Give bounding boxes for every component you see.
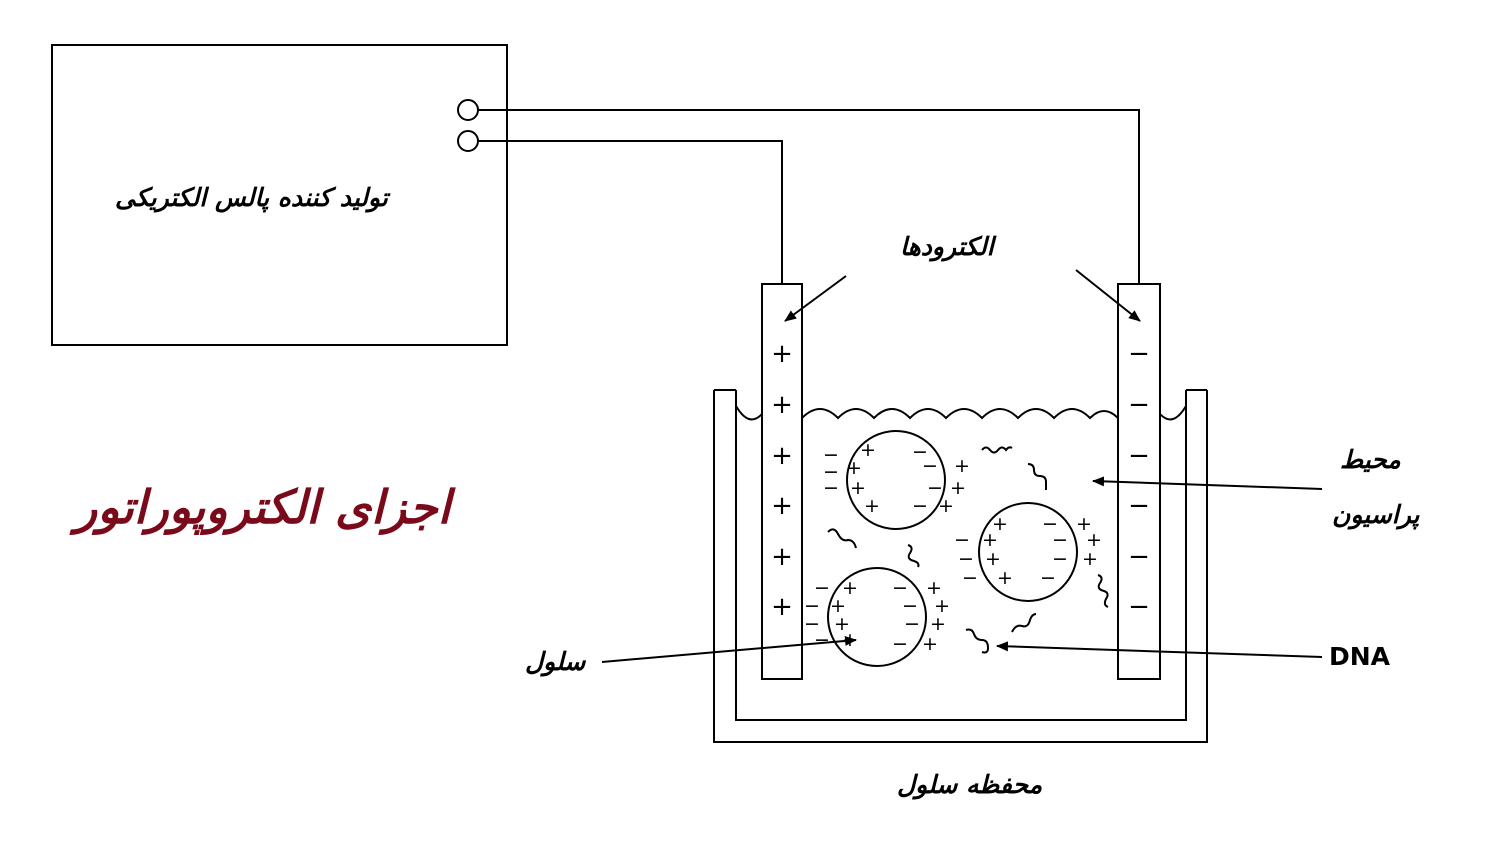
negative-electrode-signs: − − − − − − bbox=[1128, 339, 1150, 622]
minus-sign: − bbox=[1052, 548, 1068, 570]
dna-fragment bbox=[981, 446, 1013, 454]
medium-arrow bbox=[1092, 476, 1323, 490]
plus-sign: + bbox=[954, 455, 970, 477]
electrodes-arrow-right bbox=[1075, 269, 1141, 322]
chamber-inner-wall bbox=[735, 390, 1187, 721]
plus-sign: + bbox=[771, 592, 793, 622]
minus-sign: − bbox=[892, 577, 908, 599]
plus-sign: + bbox=[926, 577, 942, 599]
dna-fragment bbox=[1097, 574, 1109, 608]
plus-sign: + bbox=[1076, 513, 1092, 535]
plus-sign: + bbox=[982, 529, 998, 551]
minus-sign: − bbox=[902, 595, 918, 617]
plus-sign: + bbox=[930, 613, 946, 635]
minus-sign: − bbox=[804, 613, 820, 635]
cell-arrow bbox=[601, 635, 857, 663]
minus-sign: − bbox=[1042, 513, 1058, 535]
plus-sign: + bbox=[1082, 548, 1098, 570]
plus-sign: + bbox=[922, 633, 938, 655]
cell-label: سلول bbox=[525, 647, 586, 676]
terminal-top bbox=[457, 99, 479, 121]
plus-sign: + bbox=[771, 542, 793, 572]
electrodes-label: الکترودها bbox=[900, 232, 994, 261]
plus-sign: + bbox=[950, 477, 966, 499]
medium-label-line2: پراسیون bbox=[1332, 500, 1420, 529]
wire-to-negative-electrode bbox=[478, 109, 1140, 284]
minus-sign: − bbox=[1128, 390, 1150, 420]
minus-sign: − bbox=[912, 441, 928, 463]
minus-sign: − bbox=[1128, 491, 1150, 521]
positive-electrode bbox=[761, 283, 803, 680]
plus-sign: + bbox=[771, 390, 793, 420]
minus-sign: − bbox=[823, 461, 839, 483]
chamber-label: محفظه سلول bbox=[897, 770, 1043, 799]
plus-sign: + bbox=[938, 495, 954, 517]
terminal-bottom bbox=[457, 130, 479, 152]
diagram-title: اجزای الکتروپوراتور bbox=[75, 480, 451, 534]
plus-sign: + bbox=[846, 457, 862, 479]
minus-sign: − bbox=[1128, 542, 1150, 572]
plus-sign: + bbox=[860, 439, 876, 461]
liquid-surface bbox=[801, 408, 1119, 420]
dna-fragment bbox=[1027, 463, 1048, 490]
plus-sign: + bbox=[771, 441, 793, 471]
dna-fragment bbox=[907, 544, 920, 568]
plus-sign: + bbox=[771, 491, 793, 521]
plus-sign: + bbox=[834, 613, 850, 635]
plus-sign: + bbox=[992, 513, 1008, 535]
minus-sign: − bbox=[1128, 441, 1150, 471]
pulse-generator-label: تولید کننده پالس الکتریکی bbox=[115, 183, 388, 212]
dna-label: DNA bbox=[1329, 642, 1391, 671]
plus-sign: + bbox=[842, 577, 858, 599]
minus-sign: − bbox=[962, 567, 978, 589]
plus-sign: + bbox=[934, 595, 950, 617]
minus-sign: − bbox=[823, 477, 839, 499]
liquid-surface-right bbox=[1159, 405, 1187, 421]
plus-sign: + bbox=[850, 477, 866, 499]
minus-sign: − bbox=[904, 613, 920, 635]
minus-sign: − bbox=[1128, 592, 1150, 622]
chamber-outer-wall bbox=[713, 390, 1208, 743]
plus-sign: + bbox=[864, 495, 880, 517]
plus-sign: + bbox=[1086, 529, 1102, 551]
electrodes-arrow-left bbox=[784, 275, 847, 322]
minus-sign: − bbox=[814, 629, 830, 651]
minus-sign: − bbox=[958, 548, 974, 570]
dna-fragment bbox=[1011, 613, 1037, 633]
plus-sign: + bbox=[985, 548, 1001, 570]
medium-label-line1: محیط bbox=[1340, 445, 1401, 474]
dna-fragment bbox=[965, 628, 990, 654]
minus-sign: − bbox=[1052, 529, 1068, 551]
minus-sign: − bbox=[954, 529, 970, 551]
minus-sign: − bbox=[1040, 567, 1056, 589]
cell-bottom bbox=[827, 567, 927, 667]
liquid-surface-left bbox=[735, 405, 763, 421]
cell-top bbox=[846, 430, 946, 530]
plus-sign: + bbox=[771, 339, 793, 369]
cell-charge-signs: −−−++++−−−−+++−−−++++−−−−+++−−−−++++−−−−… bbox=[804, 439, 1102, 655]
plus-sign: + bbox=[830, 595, 846, 617]
minus-sign: − bbox=[804, 595, 820, 617]
plus-sign: + bbox=[997, 567, 1013, 589]
minus-sign: − bbox=[927, 477, 943, 499]
wire-to-positive-electrode bbox=[478, 140, 783, 284]
minus-sign: − bbox=[1128, 339, 1150, 369]
positive-electrode-signs: + + + + + + bbox=[771, 339, 793, 622]
minus-sign: − bbox=[912, 495, 928, 517]
minus-sign: − bbox=[892, 633, 908, 655]
pulse-generator-box bbox=[51, 44, 508, 346]
dna-arrow bbox=[996, 641, 1323, 658]
cell-right bbox=[978, 502, 1078, 602]
minus-sign: − bbox=[922, 455, 938, 477]
dna-fragment bbox=[827, 528, 857, 549]
minus-sign: − bbox=[814, 577, 830, 599]
minus-sign: − bbox=[823, 444, 839, 466]
